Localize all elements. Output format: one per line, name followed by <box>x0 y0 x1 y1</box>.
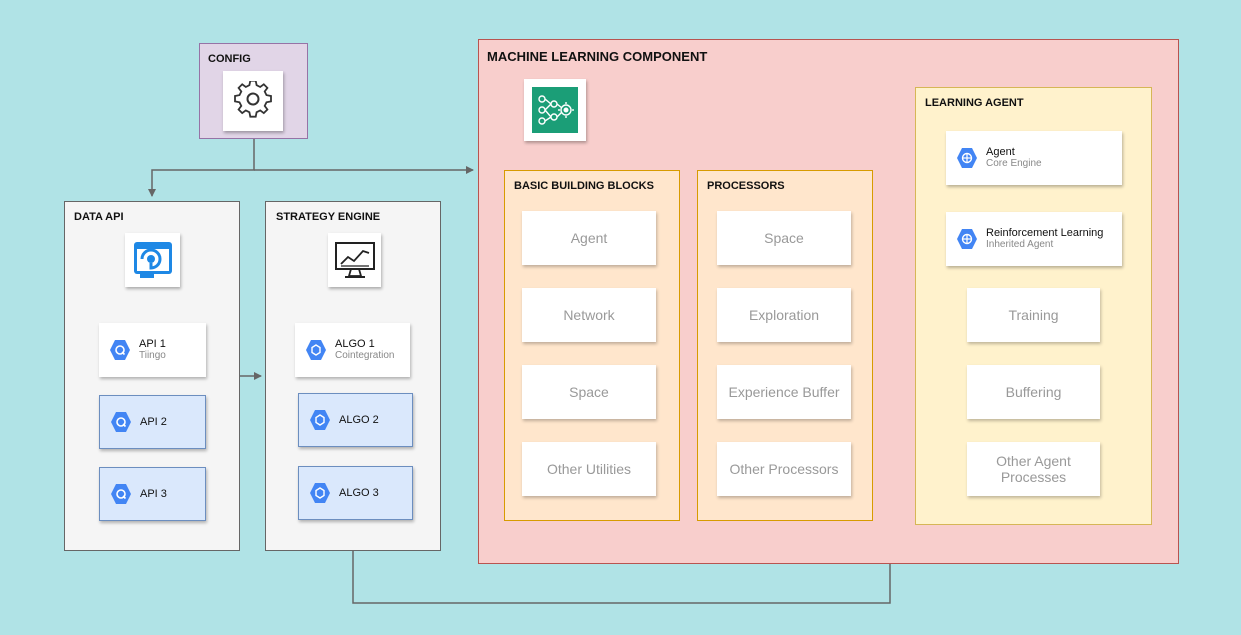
rl-title: Reinforcement Learning <box>986 227 1104 239</box>
gcp-compute-icon <box>310 410 330 430</box>
monitor-chart-icon <box>328 233 381 287</box>
processor-other-processors[interactable]: Other Processors <box>717 442 851 496</box>
gcp-query-icon <box>111 484 131 504</box>
rl-subtitle: Inherited Agent <box>986 239 1054 250</box>
api-1-title: API 1 <box>139 338 166 350</box>
algo-1-title: ALGO 1 <box>335 338 375 350</box>
gcp-query-icon <box>110 340 130 360</box>
processor-space[interactable]: Space <box>717 211 851 265</box>
processor-exploration[interactable]: Exploration <box>717 288 851 342</box>
api-management-icon <box>125 233 180 287</box>
gcp-query-icon <box>111 412 131 432</box>
agent-core-engine-card[interactable]: Agent Core Engine <box>946 131 1122 185</box>
algo-1-subtitle: Cointegration <box>335 350 395 361</box>
gcp-compute-icon <box>306 340 326 360</box>
api-2-title: API 2 <box>140 416 167 428</box>
basic-building-blocks-title: BASIC BUILDING BLOCKS <box>514 180 654 192</box>
api-2-card[interactable]: API 2 <box>99 395 206 449</box>
api-1-card[interactable]: API 1 Tiingo <box>99 323 206 377</box>
algo-3-card[interactable]: ALGO 3 <box>298 466 413 520</box>
api-3-title: API 3 <box>140 488 167 500</box>
block-network[interactable]: Network <box>522 288 656 342</box>
agent-training[interactable]: Training <box>967 288 1100 342</box>
algo-3-title: ALGO 3 <box>339 487 379 499</box>
gcp-compute-icon <box>310 483 330 503</box>
agent-other-processes[interactable]: Other Agent Processes <box>967 442 1100 496</box>
learning-agent-title: LEARNING AGENT <box>925 97 1024 109</box>
agent-buffering[interactable]: Buffering <box>967 365 1100 419</box>
reinforcement-learning-card[interactable]: Reinforcement Learning Inherited Agent <box>946 212 1122 266</box>
algo-2-title: ALGO 2 <box>339 414 379 426</box>
gear-icon <box>223 71 283 131</box>
neural-network-icon <box>524 79 586 141</box>
block-other-utilities[interactable]: Other Utilities <box>522 442 656 496</box>
block-space[interactable]: Space <box>522 365 656 419</box>
strategy-engine-title: STRATEGY ENGINE <box>276 211 381 223</box>
agent-title: Agent <box>986 146 1015 158</box>
processor-experience-buffer[interactable]: Experience Buffer <box>717 365 851 419</box>
config-to-data-api-connector <box>148 139 255 197</box>
algo-2-card[interactable]: ALGO 2 <box>298 393 413 447</box>
algo-1-card[interactable]: ALGO 1 Cointegration <box>295 323 410 377</box>
config-title: CONFIG <box>208 53 251 65</box>
api-1-subtitle: Tiingo <box>139 350 166 361</box>
gcp-ml-engine-icon <box>957 229 977 249</box>
api-3-card[interactable]: API 3 <box>99 467 206 521</box>
ml-component-title: MACHINE LEARNING COMPONENT <box>487 49 708 64</box>
data-api-title: DATA API <box>74 211 124 223</box>
gcp-ml-engine-icon <box>957 148 977 168</box>
config-panel: CONFIG <box>199 43 308 139</box>
processors-title: PROCESSORS <box>707 180 785 192</box>
block-agent[interactable]: Agent <box>522 211 656 265</box>
agent-subtitle: Core Engine <box>986 158 1042 169</box>
